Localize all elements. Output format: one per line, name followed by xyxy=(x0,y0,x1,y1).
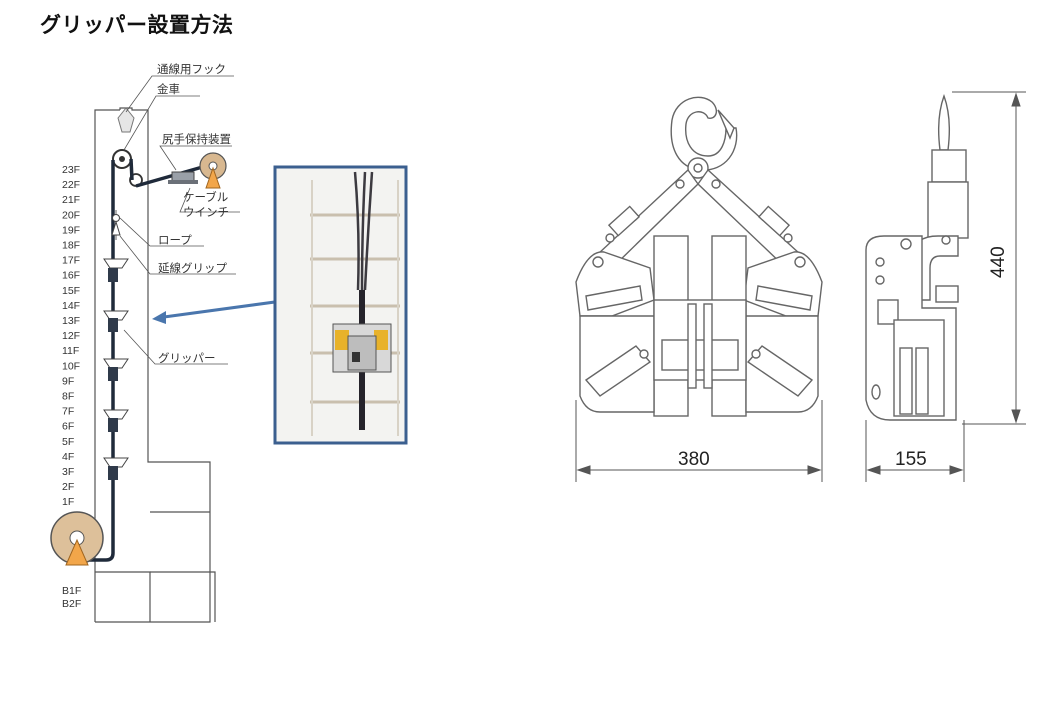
floor-label: 18F xyxy=(62,240,80,252)
floor-label: 20F xyxy=(62,209,80,221)
floor-label: 15F xyxy=(62,285,80,297)
label-winch-line1: ケーブル xyxy=(183,190,228,204)
label-extension-grip: 延線グリップ xyxy=(158,261,227,275)
floor-label: 5F xyxy=(62,436,74,448)
floor-label: 3F xyxy=(62,466,74,478)
pulley xyxy=(112,149,143,187)
gripper-icon xyxy=(103,358,129,381)
floor-label: 21F xyxy=(62,194,80,206)
dimension-height: 440 xyxy=(988,246,1009,278)
gripper-front-view xyxy=(575,96,823,417)
page-title: グリッパー設置方法 xyxy=(40,13,234,37)
label-pulley: 金車 xyxy=(157,82,180,96)
floor-label: 14F xyxy=(62,300,80,312)
inset-photo xyxy=(273,165,408,445)
floor-label: 1F xyxy=(62,496,74,508)
label-winch-line2: ウインチ xyxy=(183,205,229,219)
dimension-width: 380 xyxy=(678,449,710,470)
floor-label: 8F xyxy=(62,391,74,403)
floor-labels: 23F 22F 21F 20F 19F 18F 17F 16F 15F 14F 13F 12F 11F 1… xyxy=(62,164,80,508)
floor-label: 19F xyxy=(62,224,80,236)
label-rope: ロープ xyxy=(158,233,192,247)
label-holder: 尻手保持装置 xyxy=(162,132,231,146)
label-gripper: グリッパー xyxy=(158,351,216,365)
gripper-side-view xyxy=(865,93,969,421)
floor-label: 22F xyxy=(62,179,80,191)
label-hook: 通線用フック xyxy=(157,62,226,76)
gripper-icon xyxy=(103,409,129,432)
floor-label: 6F xyxy=(62,421,74,433)
floor-label: 17F xyxy=(62,255,80,267)
floor-label: 7F xyxy=(62,406,74,418)
cable-winch-small xyxy=(199,152,227,189)
floor-label: 10F xyxy=(62,360,80,372)
extension-grip-icon xyxy=(111,220,121,236)
gripper-icon xyxy=(103,310,129,332)
floor-label: 13F xyxy=(62,315,80,327)
floor-label: 23F xyxy=(62,164,80,176)
dimension-depth: 155 xyxy=(895,449,927,470)
holder-device xyxy=(168,171,198,184)
floor-label: 16F xyxy=(62,270,80,282)
cable-hook xyxy=(117,107,135,133)
basement-floor-label: B2F xyxy=(62,598,81,610)
gripper-icon xyxy=(103,258,129,282)
dimension-lines xyxy=(575,91,1026,482)
gripper-icon xyxy=(103,457,129,480)
floor-label: 9F xyxy=(62,375,74,387)
floor-label: 4F xyxy=(62,451,74,463)
floor-label: 2F xyxy=(62,481,74,493)
cable-winch-large xyxy=(50,511,104,566)
label-leaders xyxy=(119,75,240,365)
floor-label: 11F xyxy=(62,345,79,357)
grippers xyxy=(103,258,129,480)
floor-label: 12F xyxy=(62,330,80,342)
basement-floor-label: B1F xyxy=(62,585,81,597)
